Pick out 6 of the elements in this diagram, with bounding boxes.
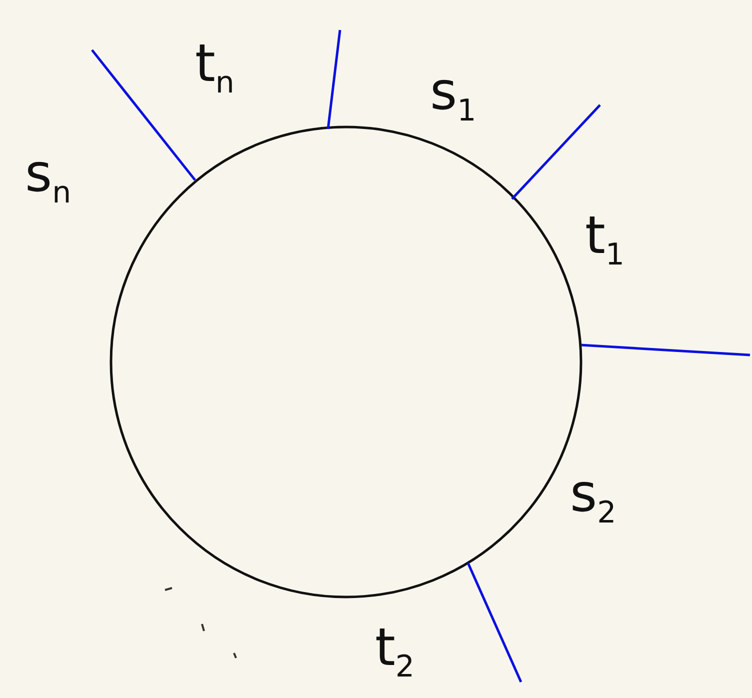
variable-label: t$_{2}$ [375,622,414,682]
variable-label: t$_{1}$ [585,210,624,270]
variable-label: s$_{1}$ [430,66,476,126]
variable-label: s$_{n}$ [25,148,72,208]
variable-label: s$_{2}$ [570,468,616,528]
variable-label: t$_{n}$ [195,38,234,98]
